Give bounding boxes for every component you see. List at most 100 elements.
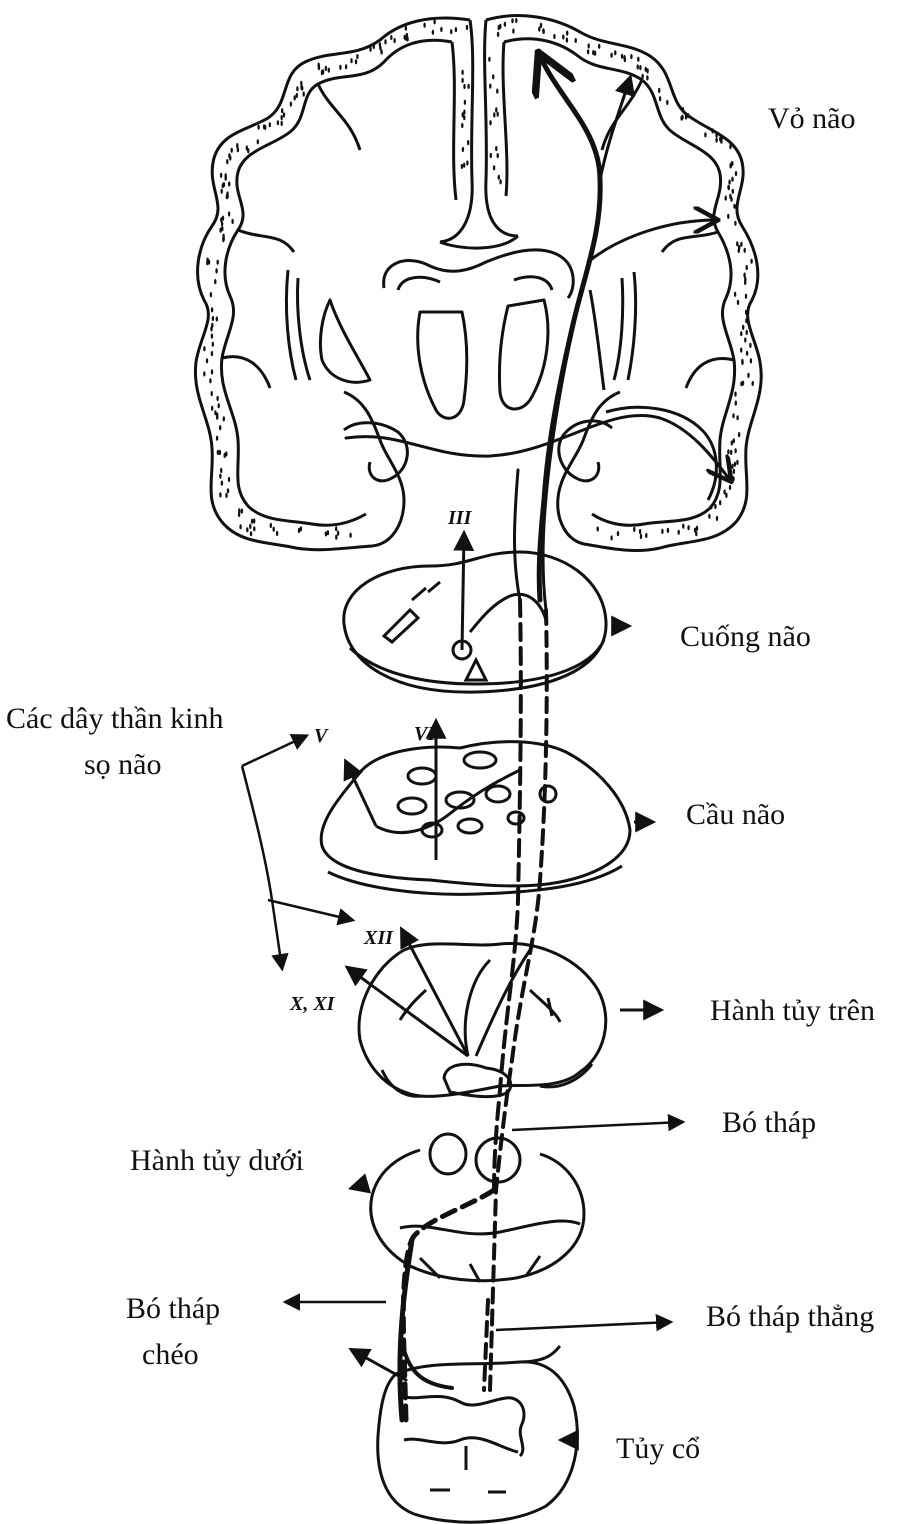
stipple-dot xyxy=(489,120,491,125)
stipple-dot xyxy=(732,413,734,418)
stipple-dot xyxy=(211,369,213,374)
stipple-dot xyxy=(209,378,211,383)
label-pyramidal-tract: Bó tháp xyxy=(722,1100,816,1147)
stipple-dot xyxy=(300,85,302,90)
stipple-dot xyxy=(685,114,687,119)
descending-tracts-brainstem xyxy=(352,600,547,1420)
label-crossed-pyramidal-line1: Bó tháp xyxy=(126,1286,220,1333)
stipple-dot xyxy=(610,53,612,58)
stipple-dot xyxy=(490,153,492,158)
stipple-dot xyxy=(384,39,386,44)
stipple-dot xyxy=(614,50,616,55)
stipple-dot xyxy=(405,26,407,31)
stipple-dot xyxy=(321,70,323,75)
stipple-dot xyxy=(682,107,684,112)
stipple-dot xyxy=(587,49,589,54)
stipple-dot xyxy=(729,144,731,149)
stipple-dot xyxy=(263,124,265,129)
stipple-dot xyxy=(747,373,749,378)
stipple-dot xyxy=(249,524,251,529)
stipple-dot xyxy=(277,120,279,125)
stipple-dot xyxy=(218,403,220,408)
stipple-dot xyxy=(498,175,500,180)
stipple-dot xyxy=(496,89,498,94)
stipple-dot xyxy=(283,112,285,117)
stipple-dot xyxy=(231,148,233,153)
stipple-dot xyxy=(206,358,208,363)
stipple-dot xyxy=(687,113,689,118)
stipple-dot xyxy=(742,381,744,386)
stipple-dot xyxy=(639,65,641,70)
stipple-dot xyxy=(566,38,568,43)
stipple-dot xyxy=(228,477,230,482)
stipple-dot xyxy=(504,22,506,27)
stipple-dot xyxy=(538,27,540,32)
stipple-dot xyxy=(730,450,732,455)
stipple-dot xyxy=(466,25,468,30)
stipple-dot xyxy=(749,343,751,348)
stipple-dot xyxy=(687,525,689,530)
stipple-dot xyxy=(281,121,283,126)
label-upper-medulla: Hành tủy trên xyxy=(710,988,875,1035)
stipple-dot xyxy=(489,84,491,89)
stipple-dot xyxy=(350,58,352,63)
deep-brain-structures xyxy=(286,250,716,500)
stipple-dot xyxy=(641,74,643,79)
stipple-dot xyxy=(450,29,452,34)
stipple-dot xyxy=(540,23,542,28)
stipple-dot xyxy=(212,342,214,347)
stipple-dot xyxy=(658,88,660,93)
stipple-dot xyxy=(226,194,228,199)
stipple-dot xyxy=(719,500,721,505)
stipple-dot xyxy=(723,489,725,494)
stipple-dot xyxy=(736,241,738,246)
stipple-dot xyxy=(300,526,302,531)
stipple-dot xyxy=(220,173,222,178)
stipple-dot xyxy=(337,531,339,536)
stipple-dot xyxy=(746,265,748,270)
stipple-dot xyxy=(610,535,612,540)
nerve-VI-label: VI xyxy=(414,723,436,745)
stipple-dot xyxy=(715,133,717,138)
stipple-dot xyxy=(239,524,241,529)
corticospinal-tract-brain xyxy=(346,56,730,610)
stipple-dot xyxy=(750,358,752,363)
stipple-dot xyxy=(745,294,747,299)
stipple-dot xyxy=(734,221,736,226)
label-cranial-nerves-line1: Các dây thần kinh xyxy=(6,696,223,743)
stipple-dot xyxy=(711,128,713,133)
stipple-dot xyxy=(281,108,283,113)
stipple-dot xyxy=(224,453,226,458)
stipple-dot xyxy=(515,18,517,23)
stipple-dot xyxy=(214,279,216,284)
stipple-dot xyxy=(206,260,208,265)
label-direct-pyramidal: Bó tháp thẳng xyxy=(706,1294,874,1341)
stipple-dot xyxy=(740,348,742,353)
label-crossed-pyramidal-line2: chéo xyxy=(142,1332,199,1379)
stipple-dot xyxy=(735,401,737,406)
stipple-dot xyxy=(345,64,347,69)
nerve-IX-label: X, XI xyxy=(289,993,336,1015)
stipple-dot xyxy=(294,95,296,100)
stipple-dot xyxy=(379,45,381,50)
stipple-dot xyxy=(238,512,240,517)
stipple-dot xyxy=(624,57,626,62)
stipple-dot xyxy=(216,436,218,441)
stipple-dot xyxy=(645,533,647,538)
stipple-dot xyxy=(467,84,469,89)
stipple-dot xyxy=(228,181,230,186)
stipple-dot xyxy=(318,63,320,68)
stipple-dot xyxy=(335,526,337,531)
stipple-dot xyxy=(680,116,682,121)
stipple-dot xyxy=(734,448,736,453)
stipple-dot xyxy=(269,122,271,127)
stipple-dot xyxy=(270,523,272,528)
stipple-dot xyxy=(246,527,248,532)
stipple-dot xyxy=(630,54,632,59)
stipple-dot xyxy=(733,438,735,443)
stipple-dot xyxy=(211,307,213,312)
stipple-dot xyxy=(588,43,590,48)
stipple-dot xyxy=(499,179,501,184)
stipple-dot xyxy=(667,528,669,533)
stipple-dot xyxy=(633,527,635,532)
